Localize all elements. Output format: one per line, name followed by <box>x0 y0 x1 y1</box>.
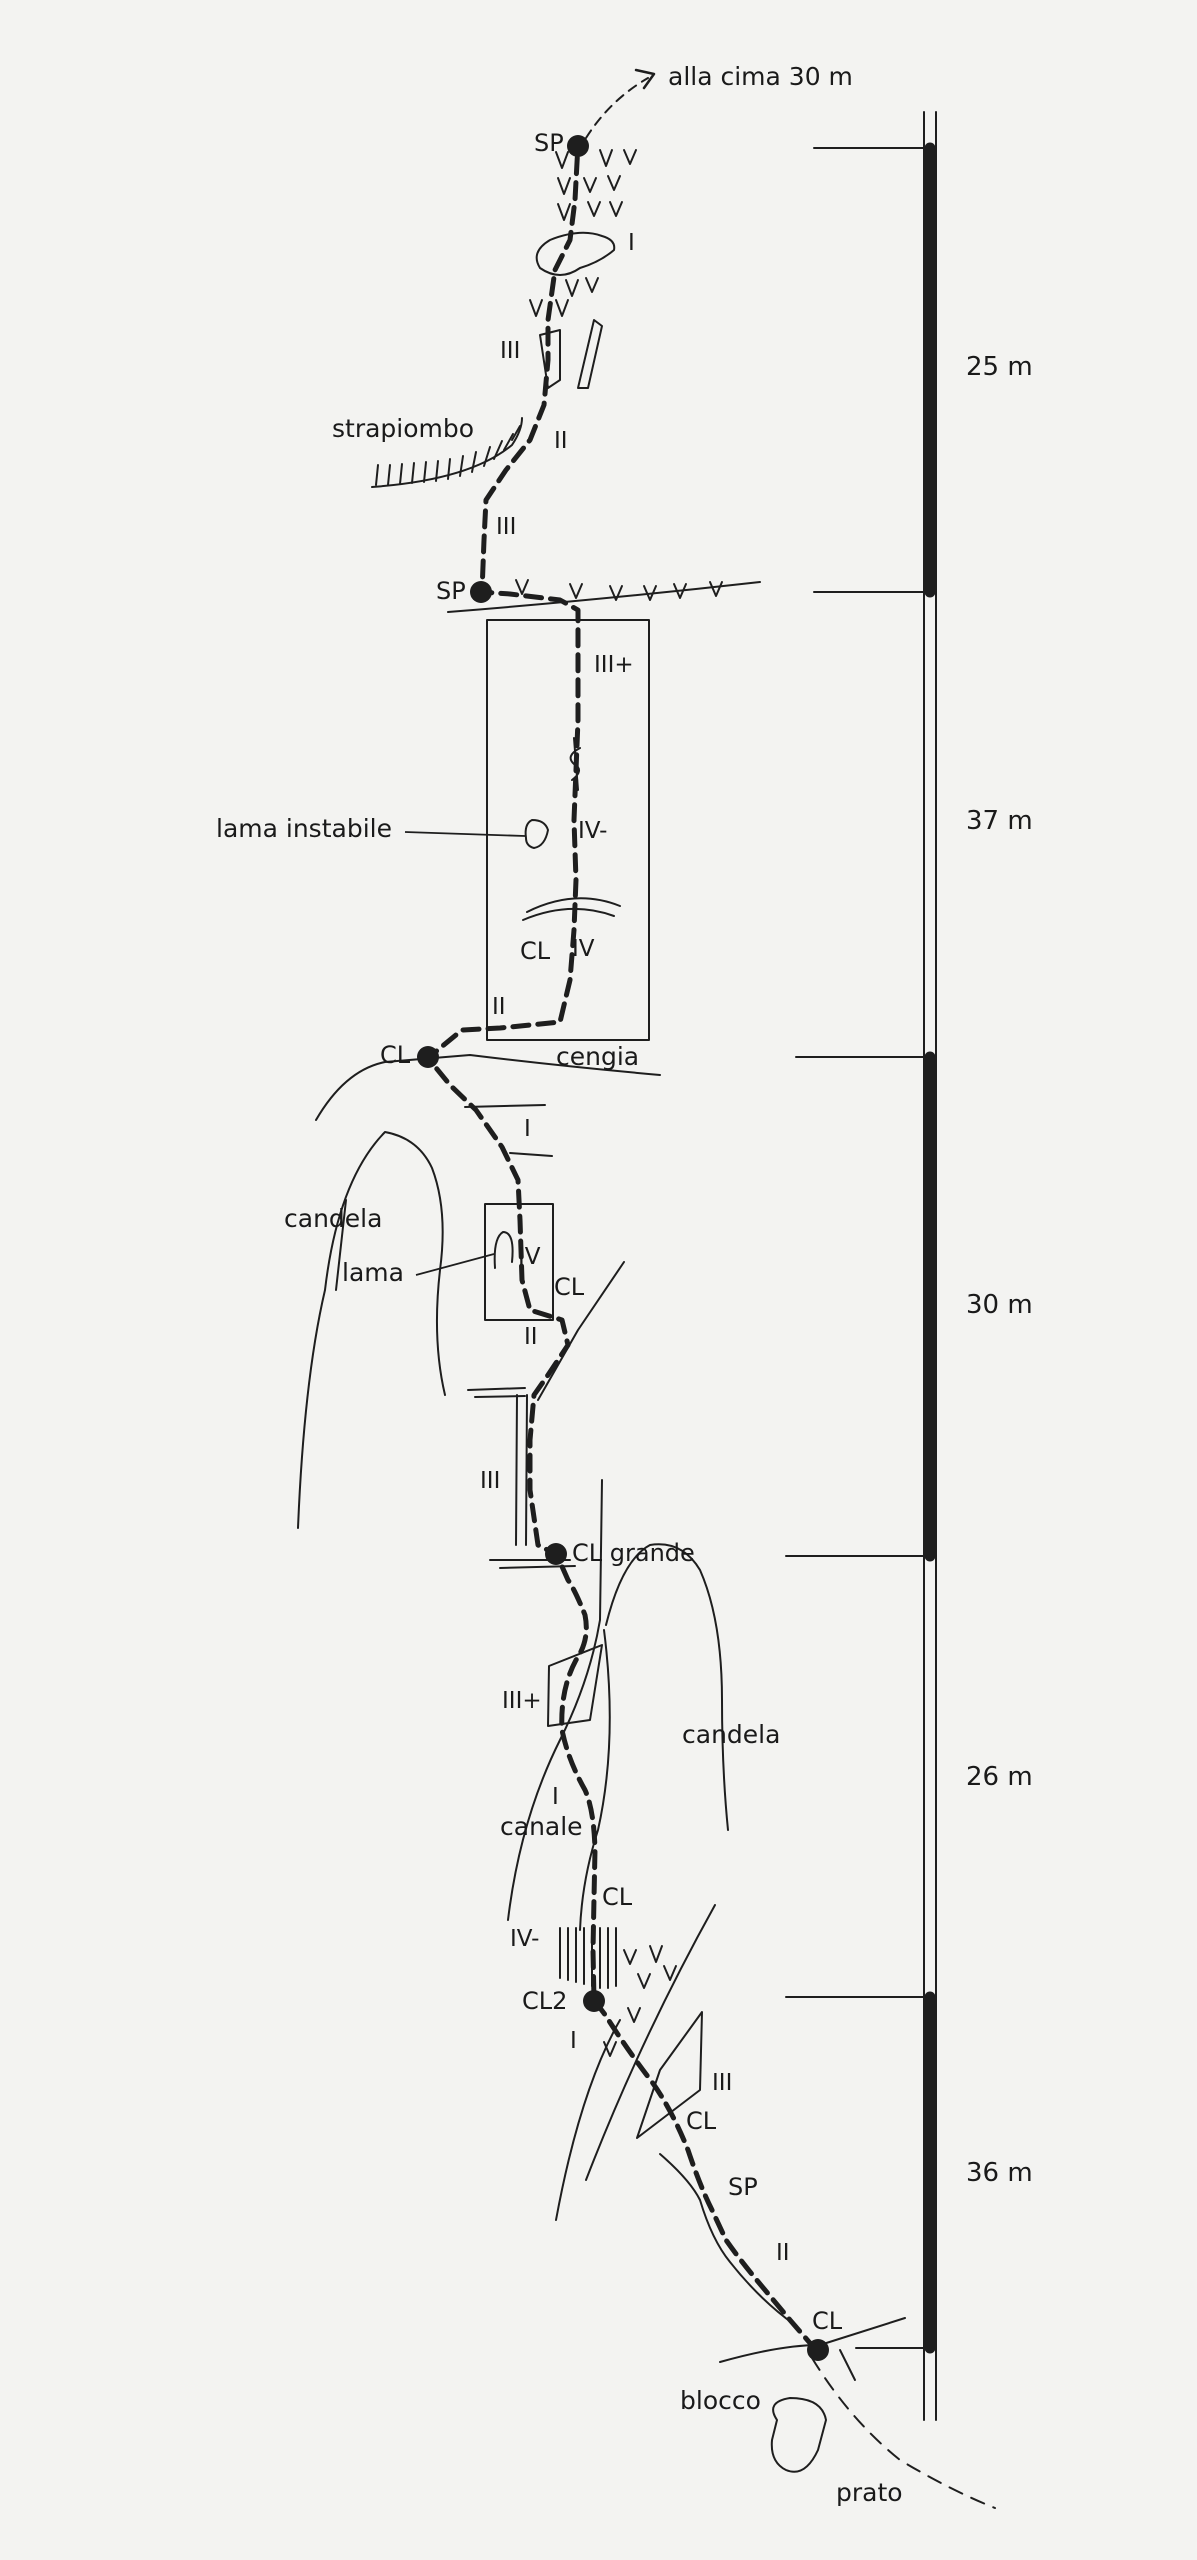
grade-label: II <box>492 994 506 1020</box>
rib-lower-2 <box>585 1904 716 2181</box>
dihedral-line-2 <box>525 1394 528 1546</box>
belay-dot-cl-grande <box>545 1543 567 1565</box>
pitch-length-4: 26 m <box>966 1762 1033 1792</box>
canale-rib <box>579 1629 611 1931</box>
belay-label-sp-top: SP <box>534 129 564 157</box>
ledge-mid-2 <box>509 1152 553 1157</box>
belay-label-cl-cengia: CL <box>380 1041 411 1069</box>
leader-lama <box>415 1253 495 1276</box>
grass-tufts <box>515 149 723 2057</box>
grade-label: I <box>524 1116 531 1142</box>
feature-label-lama-instabile: lama instabile <box>216 814 392 843</box>
feature-label-candela-left: candela <box>284 1204 383 1233</box>
station-label-cl-slab: CL <box>686 2107 717 2135</box>
grade-label: IV- <box>510 1926 540 1952</box>
grade-label: II <box>524 1324 538 1350</box>
rib-lower-1 <box>555 2019 621 2221</box>
slab-box-low <box>636 2011 703 2139</box>
rock-features <box>297 231 996 2509</box>
cengia-ledge-line <box>315 1054 661 1121</box>
slab-box-lower <box>547 1644 603 1727</box>
hatching-lower <box>559 1927 617 1989</box>
blocco-outline <box>770 2397 827 2473</box>
lama-flake <box>493 1231 514 1269</box>
pitch-length-2: 37 m <box>966 806 1033 836</box>
feature-label-blocco: blocco <box>680 2386 761 2415</box>
belay-label-cl-grande: CL grande <box>572 1539 695 1567</box>
rib-left <box>335 1199 347 1291</box>
feature-label-strapiombo: strapiombo <box>332 414 475 443</box>
station-label-sp-lower: SP <box>728 2173 758 2201</box>
grade-label: III <box>712 2070 733 2096</box>
station-label-cl-dihedral: CL <box>520 937 551 965</box>
feature-label-cengia: cengia <box>556 1042 640 1071</box>
grade-label: I <box>570 2028 577 2054</box>
pitch-length-3: 30 m <box>966 1290 1033 1320</box>
grade-label: III <box>500 338 521 364</box>
feature-label-prato: prato <box>836 2478 903 2507</box>
hatching-strapiombo <box>375 425 521 486</box>
grade-label: I <box>552 1784 559 1810</box>
base-line-2 <box>839 2349 856 2381</box>
station-label-cl-canale: CL <box>602 1883 633 1911</box>
pitch-length-5: 36 m <box>966 2158 1033 2188</box>
belay-points <box>417 135 829 2361</box>
pitch-length-1: 25 m <box>966 352 1033 382</box>
belay-label-cl2: CL2 <box>522 1987 568 2015</box>
station-label-cl-lama: CL <box>554 1273 585 1301</box>
leader-lama-instabile <box>404 831 526 837</box>
feature-label-lama: lama <box>342 1258 404 1287</box>
crack-right <box>537 1261 625 1401</box>
ledge-mid-1 <box>464 1104 546 1108</box>
lama-instabile-flake <box>524 819 549 849</box>
grade-label: I <box>628 230 635 256</box>
pitch-box-upper <box>486 619 650 1041</box>
candela-right-outline <box>507 1479 729 1921</box>
lower-ridge <box>659 2153 796 2326</box>
grade-label: II <box>554 428 568 454</box>
feature-label-canale: canale <box>500 1812 583 1841</box>
slab-pillar-2 <box>577 319 603 389</box>
grade-label: IV <box>518 1244 541 1270</box>
crack-upper <box>526 897 621 913</box>
summit-arrowhead <box>634 68 656 90</box>
summit-label: alla cima 30 m <box>668 62 853 91</box>
belay-dot-cl2 <box>583 1990 605 2012</box>
belay-dot-sp-top <box>567 135 589 157</box>
dihedral-line-1 <box>515 1394 518 1546</box>
belay-dot-cl-bottom <box>807 2339 829 2361</box>
boulder-top <box>535 231 616 276</box>
terrace-line <box>447 581 761 613</box>
crack-upper-2 <box>522 907 615 921</box>
summit-arrow-line <box>585 77 649 139</box>
feature-label-candela-right: candela <box>682 1720 781 1749</box>
candela-left-outline <box>297 1131 446 1529</box>
ledge-mid-3 <box>467 1387 526 1391</box>
grade-label: III+ <box>594 652 634 678</box>
strapiombo-line <box>371 417 523 488</box>
grade-label: III <box>480 1468 501 1494</box>
belay-dot-cl-cengia <box>417 1046 439 1068</box>
belay-dot-sp-2 <box>470 581 492 603</box>
grade-label: III <box>496 514 517 540</box>
grade-label: IV <box>572 936 595 962</box>
pitch-scale <box>785 111 937 2421</box>
grade-label: II <box>776 2240 790 2266</box>
grade-label: IV- <box>578 818 608 844</box>
belay-label-sp-2: SP <box>436 577 466 605</box>
grade-label: III+ <box>502 1688 542 1714</box>
route-line <box>425 141 819 2353</box>
belay-label-cl-bottom: CL <box>812 2307 843 2335</box>
